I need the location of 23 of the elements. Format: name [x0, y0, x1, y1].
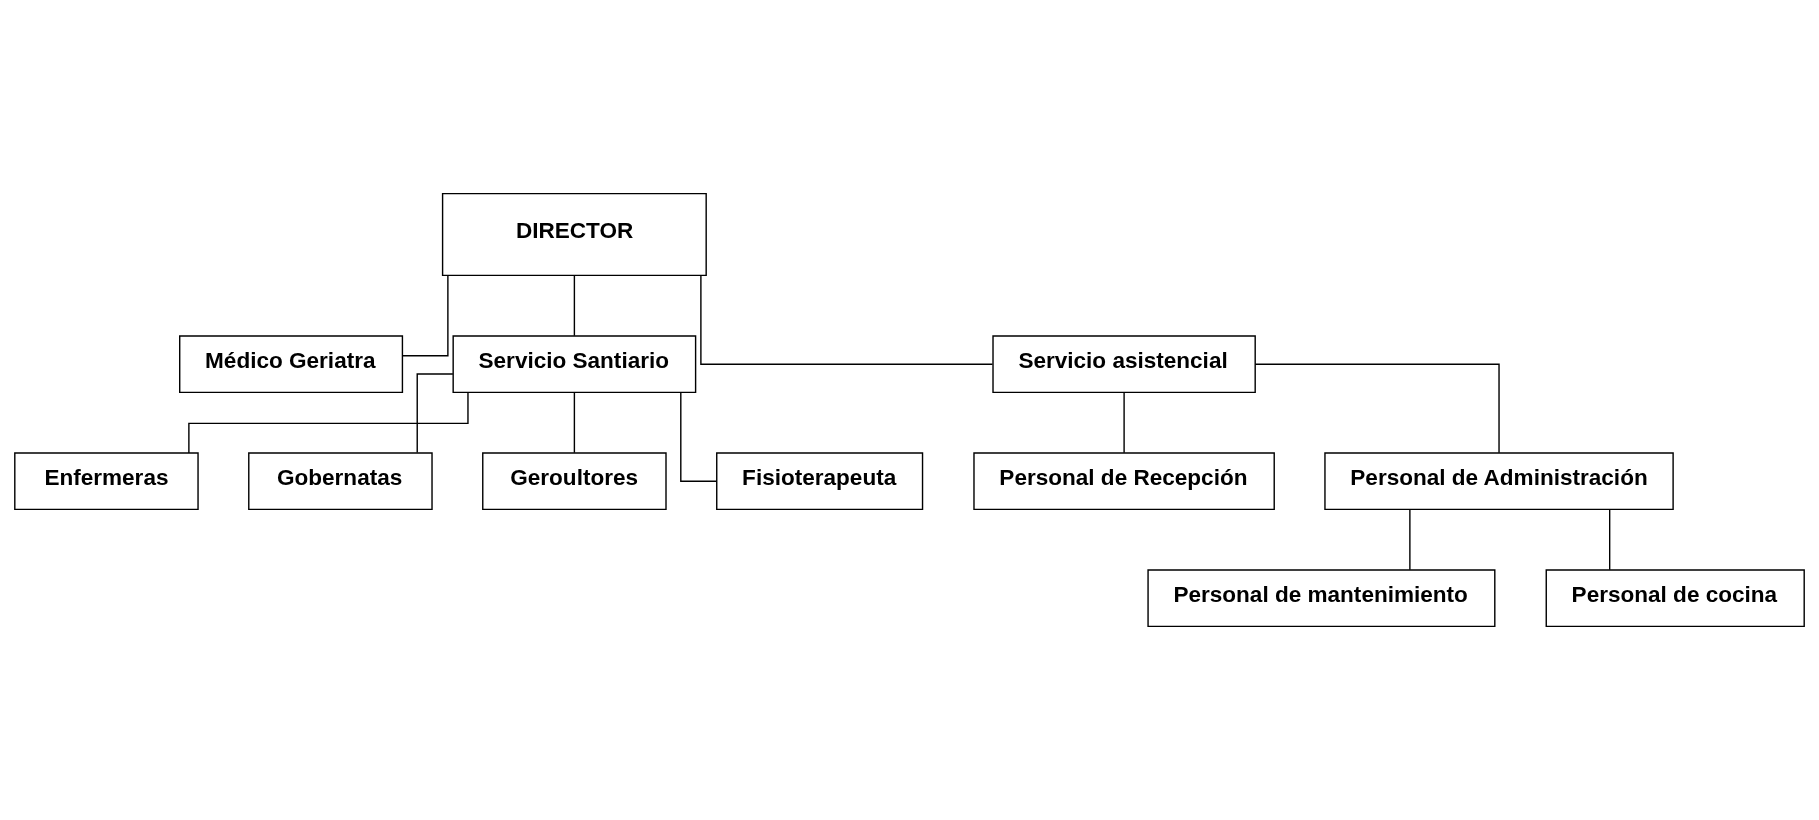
connector	[1254, 363, 1500, 454]
connector	[680, 391, 718, 482]
connector	[1608, 508, 1611, 571]
node-box: Gobernatas	[248, 452, 433, 511]
node-box: Geroultores	[482, 452, 667, 511]
connector	[1409, 508, 1411, 571]
node-box: Personal de Recepción	[973, 452, 1275, 511]
connector	[573, 391, 576, 454]
connector	[188, 391, 469, 454]
connector	[416, 373, 454, 454]
connector	[401, 274, 449, 357]
node-box: Personal de cocina	[1545, 569, 1805, 628]
connector	[700, 274, 994, 365]
node-box: Servicio asistencial	[992, 335, 1256, 394]
node-box: Personal de Administración	[1324, 452, 1674, 511]
node-box: Servicio Santiario	[452, 335, 697, 394]
connector	[573, 274, 576, 337]
node-box: Fisioterapeuta	[716, 452, 924, 511]
node-box: Enfermeras	[14, 452, 199, 511]
connector	[1123, 391, 1125, 454]
node-box: DIRECTOR	[441, 192, 707, 277]
node-box: Personal de mantenimiento	[1147, 569, 1496, 628]
node-box: Médico Geriatra	[179, 335, 404, 394]
